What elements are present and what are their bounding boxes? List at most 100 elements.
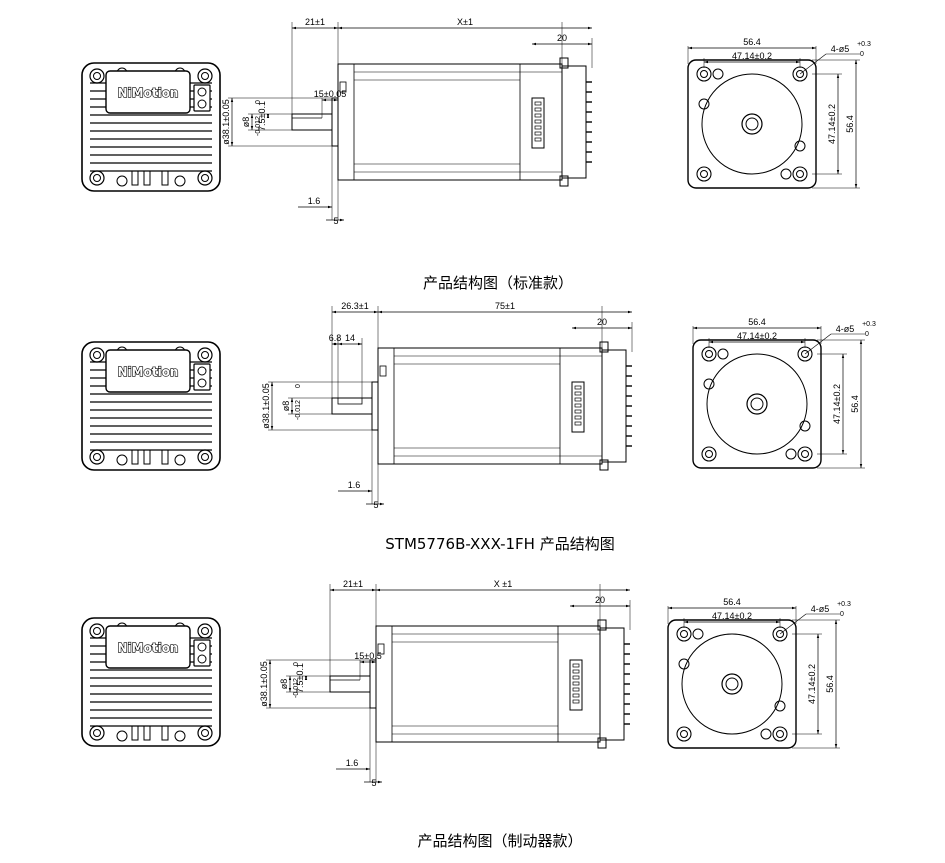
corner-screw-hole-icon	[201, 453, 209, 461]
corner-screw-hole-icon	[93, 627, 101, 635]
dim-end-width-label: 56.4	[743, 37, 761, 47]
connector-pin	[572, 663, 580, 668]
dim-hole-pitch-vertical-label: 47.14±0.2	[832, 384, 842, 424]
corner-screw-hole-icon	[201, 627, 209, 635]
dim-body-length-label: X ±1	[494, 579, 512, 589]
terminal-screw-icon	[197, 654, 207, 664]
dim-shaft-length-label: 26.3±1	[341, 301, 368, 311]
mount-hole-icon	[676, 726, 692, 742]
dim-pilot-depth-label: 5	[371, 778, 376, 788]
shaft-end-outer	[746, 393, 768, 415]
connector-slot	[161, 449, 169, 465]
cover-screw-icon	[703, 378, 715, 390]
mount-hole-inner-icon	[700, 70, 708, 78]
cover-screw-icon	[785, 448, 797, 460]
connector-pin	[572, 681, 580, 686]
housing-tab	[597, 737, 607, 749]
corner-screw-hole-icon	[93, 453, 101, 461]
dim-hole-pitch-vertical-label: 47.14±0.2	[827, 104, 837, 144]
terminal-screw-icon	[197, 366, 207, 376]
dim-hole-tol-upper: +0.3	[862, 321, 876, 328]
connector-pin	[572, 675, 580, 680]
dim-shaft-tol-lower: -0.012	[255, 116, 262, 136]
connector-pin	[534, 131, 542, 136]
connector-pin	[534, 101, 542, 106]
label-plate	[105, 625, 191, 669]
shaft-end-outer	[721, 673, 743, 695]
dim-rear-length-label: 20	[557, 33, 567, 43]
cover-screw-icon	[678, 658, 690, 670]
terminal-block	[193, 363, 211, 391]
cover-screw-icon	[774, 700, 786, 712]
motor-body	[375, 625, 601, 743]
motor-body	[337, 63, 563, 181]
dim-shaft-tol-lower: -0.012	[293, 678, 300, 698]
pilot-boss	[369, 659, 377, 709]
dim-shaft-diameter-label: ø8	[281, 401, 291, 412]
mount-ear-icon	[174, 175, 186, 187]
connector-pin	[534, 119, 542, 124]
housing-tab	[559, 57, 569, 69]
driver-box	[601, 349, 627, 463]
nimotion-logo: NiMotion	[118, 86, 179, 100]
dim-shaft-tol-lower: -0.012	[295, 400, 302, 420]
dim-flat-depth-label: 7.5±0.1	[295, 663, 305, 693]
dim-flange-thickness-label: 1.6	[308, 196, 321, 206]
housing-tab	[599, 459, 609, 471]
dim-end-height-label: 56.4	[825, 675, 835, 693]
connector-pin	[534, 137, 542, 142]
mount-hole-inner-icon	[801, 450, 809, 458]
corner-screw-hole-icon	[93, 72, 101, 80]
dim-hole-tol-upper: +0.3	[857, 41, 871, 48]
leader-line	[804, 333, 832, 355]
connector-slot	[131, 725, 139, 741]
shaft	[291, 113, 333, 131]
mount-ear-icon	[116, 454, 128, 466]
dim-pilot-diameter-label: ø38.1±0.05	[221, 99, 231, 144]
connector-slot	[143, 170, 151, 186]
flange-plug	[339, 81, 347, 93]
mount-hole-inner-icon	[680, 630, 688, 638]
dim-hole-tol-lower: 0	[840, 611, 844, 618]
corner-screw-hole-icon	[93, 174, 101, 182]
mount-ear-icon	[174, 454, 186, 466]
terminal-block	[193, 84, 211, 112]
dim-key-length-label: 14	[345, 333, 355, 343]
connector-slot	[161, 170, 169, 186]
end-face	[687, 59, 817, 189]
dim-rear-length-label: 20	[595, 595, 605, 605]
cover-screw-icon	[712, 68, 724, 80]
mount-hole-inner-icon	[705, 350, 713, 358]
mount-hole-inner-icon	[801, 350, 809, 358]
shaft-key	[337, 397, 363, 405]
dim-flat-length-label: 15±0.05	[314, 89, 346, 99]
mount-hole-icon	[792, 166, 808, 182]
connector-slot	[143, 449, 151, 465]
dim-flat-depth-label: 7.5±0.1	[257, 101, 267, 131]
mount-ear-icon	[174, 730, 186, 742]
dim-hole-tol-lower: 0	[860, 51, 864, 58]
shaft-end-inner	[745, 117, 759, 131]
corner-screw-hole-icon	[93, 729, 101, 737]
housing-tab	[599, 341, 609, 353]
dim-rear-length-label: 20	[597, 317, 607, 327]
connector-pin	[574, 397, 582, 402]
dim-shaft-tol-upper: 0	[295, 384, 302, 388]
mount-hole-inner-icon	[776, 730, 784, 738]
cover-screw-icon	[760, 728, 772, 740]
leader-line	[779, 613, 807, 635]
dim-key-offset-label: 6.8	[329, 333, 342, 343]
cover-screw-icon	[717, 348, 729, 360]
flange-plug	[379, 365, 387, 377]
dim-shaft-tol-upper: 0	[255, 100, 262, 104]
dim-end-height-label: 56.4	[850, 395, 860, 413]
connector-slot	[131, 170, 139, 186]
